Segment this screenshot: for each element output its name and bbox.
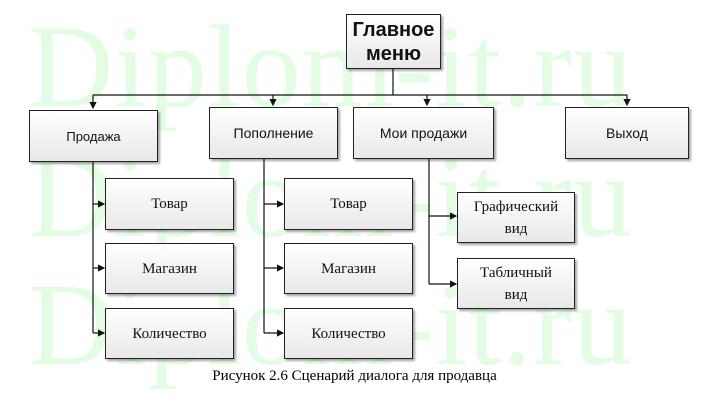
node-popolnenie-kolichestvo: Количество	[284, 308, 413, 359]
node-label: Магазин	[142, 260, 197, 277]
node-label: Продажа	[66, 128, 121, 144]
node-tablichnyy-vid: Табличный вид	[457, 258, 575, 309]
node-label: Количество	[311, 325, 386, 342]
watermark: Diplom-it.ru	[28, 1, 634, 132]
node-label: Товар	[330, 196, 367, 212]
node-graficheskiy-vid: Графический вид	[457, 192, 575, 243]
node-popolnenie-magazin: Магазин	[284, 243, 413, 294]
node-vyhod: Выход	[565, 107, 689, 159]
node-label: Количество	[132, 325, 207, 342]
node-prodazha-tovar: Товар	[105, 178, 234, 230]
node-label: Товар	[151, 196, 188, 212]
node-label: Табличный вид	[480, 264, 552, 303]
node-moi-prodazhi: Мои продажи	[353, 107, 494, 159]
node-popolnenie: Пополнение	[209, 107, 338, 159]
root-main-menu: Главное меню	[346, 14, 441, 69]
node-prodazha: Продажа	[29, 110, 158, 162]
root-label: Главное меню	[352, 18, 435, 65]
node-label: Мои продажи	[379, 125, 468, 141]
node-popolnenie-tovar: Товар	[284, 178, 413, 230]
node-label: Пополнение	[233, 125, 314, 141]
figure-caption: Рисунок 2.6 Сценарий диалога для продавц…	[212, 368, 497, 384]
node-label: Магазин	[321, 260, 376, 277]
node-label: Графический вид	[473, 198, 559, 237]
node-prodazha-magazin: Магазин	[105, 243, 234, 294]
node-prodazha-kolichestvo: Количество	[105, 308, 234, 359]
node-label: Выход	[606, 125, 648, 141]
